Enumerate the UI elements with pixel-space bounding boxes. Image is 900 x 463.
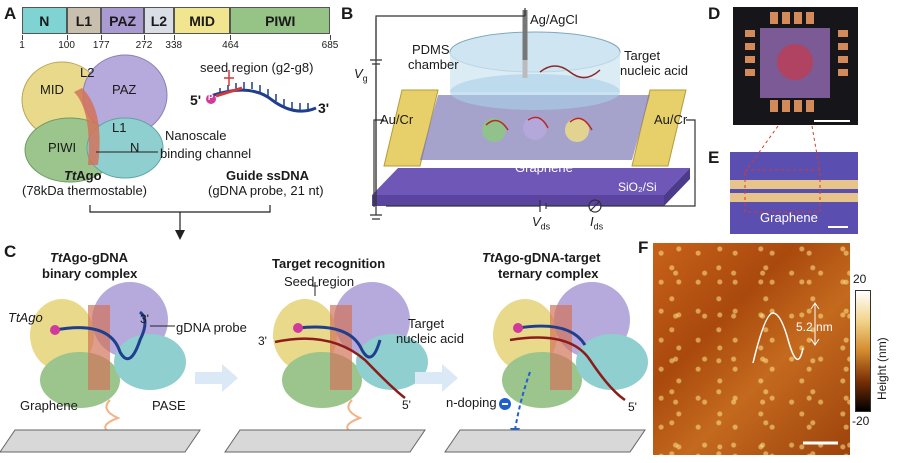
gfet-device [372,10,690,206]
ttago-label-c: TtAgo [8,310,43,325]
step2-target-recognition [273,282,428,435]
panel-label-c: C [4,242,17,261]
label-mid: MID [40,82,64,97]
step2-title: Target recognition [272,256,386,271]
target-label-c2: nucleic acid [396,331,464,346]
electrode-label: Ag/AgCl [530,12,578,27]
chamber-label: chamber [408,57,459,72]
vds-label: Vds [532,214,551,232]
guide-subtitle: (gDNA probe, 21 nt) [208,183,324,198]
phosphate-label-a: P [208,93,214,102]
domain-mid: MID [173,7,231,34]
step1-title-2: binary complex [42,266,138,281]
domain-tick [22,35,23,40]
vg-label: Vg [354,66,368,84]
five-prime-c2: 5' [402,398,411,412]
ids-label: Ids [590,214,604,232]
five-prime-a: 5' [190,92,202,108]
graphene-lattice [0,429,646,453]
aucr-left-label: Au/Cr [380,112,414,127]
n-doping-label: n-doping [446,395,497,410]
arrow-step1-to-step2 [195,364,238,392]
arrow-step2-to-step3 [415,364,458,392]
domain-tick [230,35,232,40]
step3-ternary-complex [493,282,648,438]
gdna-probe-label: gDNA probe [176,320,247,335]
cbar-max: 20 [853,272,867,286]
height-annotation: 5.2 nm [796,320,833,334]
step1-title: TtAgo-gDNA [50,250,128,265]
seed-region-c: Seed region [284,274,355,289]
step3-title: TtAgo-gDNA-target [482,250,601,265]
five-prime-c3: 5' [628,400,637,414]
domain-n: N [22,7,67,34]
panel-label-e: E [708,148,720,167]
domain-tick [330,35,331,40]
label-n: N [130,140,140,155]
seed-region-label: seed region (g2-g8) [200,60,314,75]
domain-piwi: PIWI [230,7,330,34]
target-label-b: Target [624,48,661,63]
domain-l1: L1 [66,7,102,34]
pase-label: PASE [152,398,186,413]
target-label-b2: nucleic acid [620,63,688,78]
panel-label-d: D [708,4,721,23]
graphene-label-c: Graphene [20,398,78,413]
graphene-channel-image [730,169,858,228]
domain-tick [101,35,103,40]
guide-title: Guide ssDNA [226,168,310,183]
three-prime-c1: 3' [140,312,149,326]
channel-label: Nanoscale [165,128,227,143]
graphene-label-e: Graphene [760,210,818,225]
aucr-right-label: Au/Cr [654,112,688,127]
label-paz: PAZ [112,82,137,97]
domain-paz: PAZ [101,7,145,34]
step1-binary-complex [30,282,186,435]
domain-tick-label: 100 [58,40,75,51]
domain-tick-label: 464 [222,40,239,51]
domain-tick-label: 177 [92,40,110,51]
three-prime-c2: 3' [258,334,267,348]
channel-label-2: binding channel [160,146,252,161]
domain-tick-label: 338 [165,40,183,51]
pdms-label: PDMS [412,42,450,57]
gdna-probe-drawing [206,70,317,113]
domain-tick-label: 1 [19,40,25,51]
target-label-c: Target [408,316,445,331]
afm-image [653,243,850,455]
ttago-protein-structure [21,54,168,183]
domain-tick [66,35,68,40]
panel-label-b: B [341,4,354,23]
three-prime-a: 3' [318,100,330,116]
ttago-title: TtAgo [64,168,102,183]
label-l2: L2 [80,65,95,80]
domain-l2: L2 [144,7,174,34]
cbar-min: -20 [852,414,870,428]
label-l1: L1 [112,120,127,135]
height-colorbar [855,290,871,412]
substrate-label: SiO₂/Si [618,180,657,194]
domain-tick [173,35,175,40]
domain-tick-label: 272 [135,40,153,51]
domain-tick [144,35,146,40]
panel-label-a: A [4,4,17,23]
graphene-label-b: Graphene [515,160,573,175]
domain-tick-label: 685 [321,40,339,51]
panel-label-f: F [638,238,649,257]
cbar-title: Height (nm) [875,337,889,400]
chip-photo-artwork [745,12,850,122]
step3-title-2: ternary complex [498,266,599,281]
label-piwi: PIWI [48,140,77,155]
ttago-subtitle: (78kDa thermostable) [22,183,147,198]
